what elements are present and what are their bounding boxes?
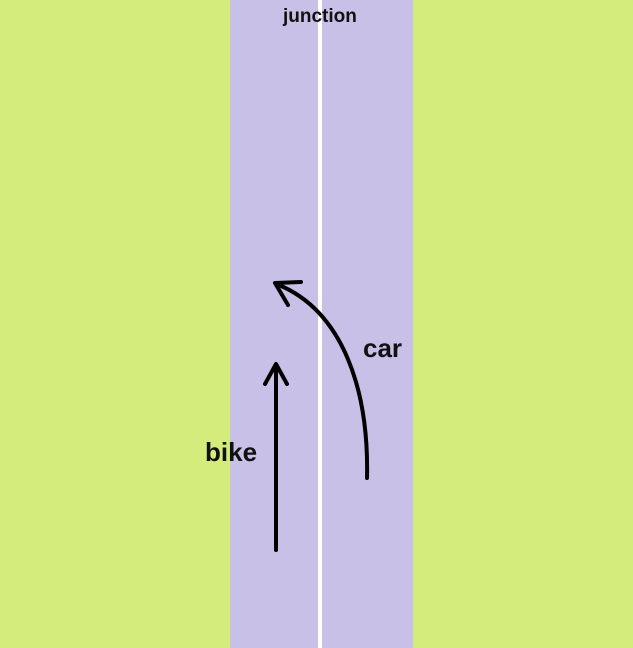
junction-label: junction [283, 6, 357, 27]
bike-label: bike [205, 437, 258, 467]
car-arrow [273, 280, 370, 480]
grass-right [413, 0, 633, 648]
road-center-line [318, 0, 322, 648]
grass-left [0, 0, 230, 648]
bike-arrow [263, 362, 289, 552]
car-label: car [363, 333, 403, 363]
